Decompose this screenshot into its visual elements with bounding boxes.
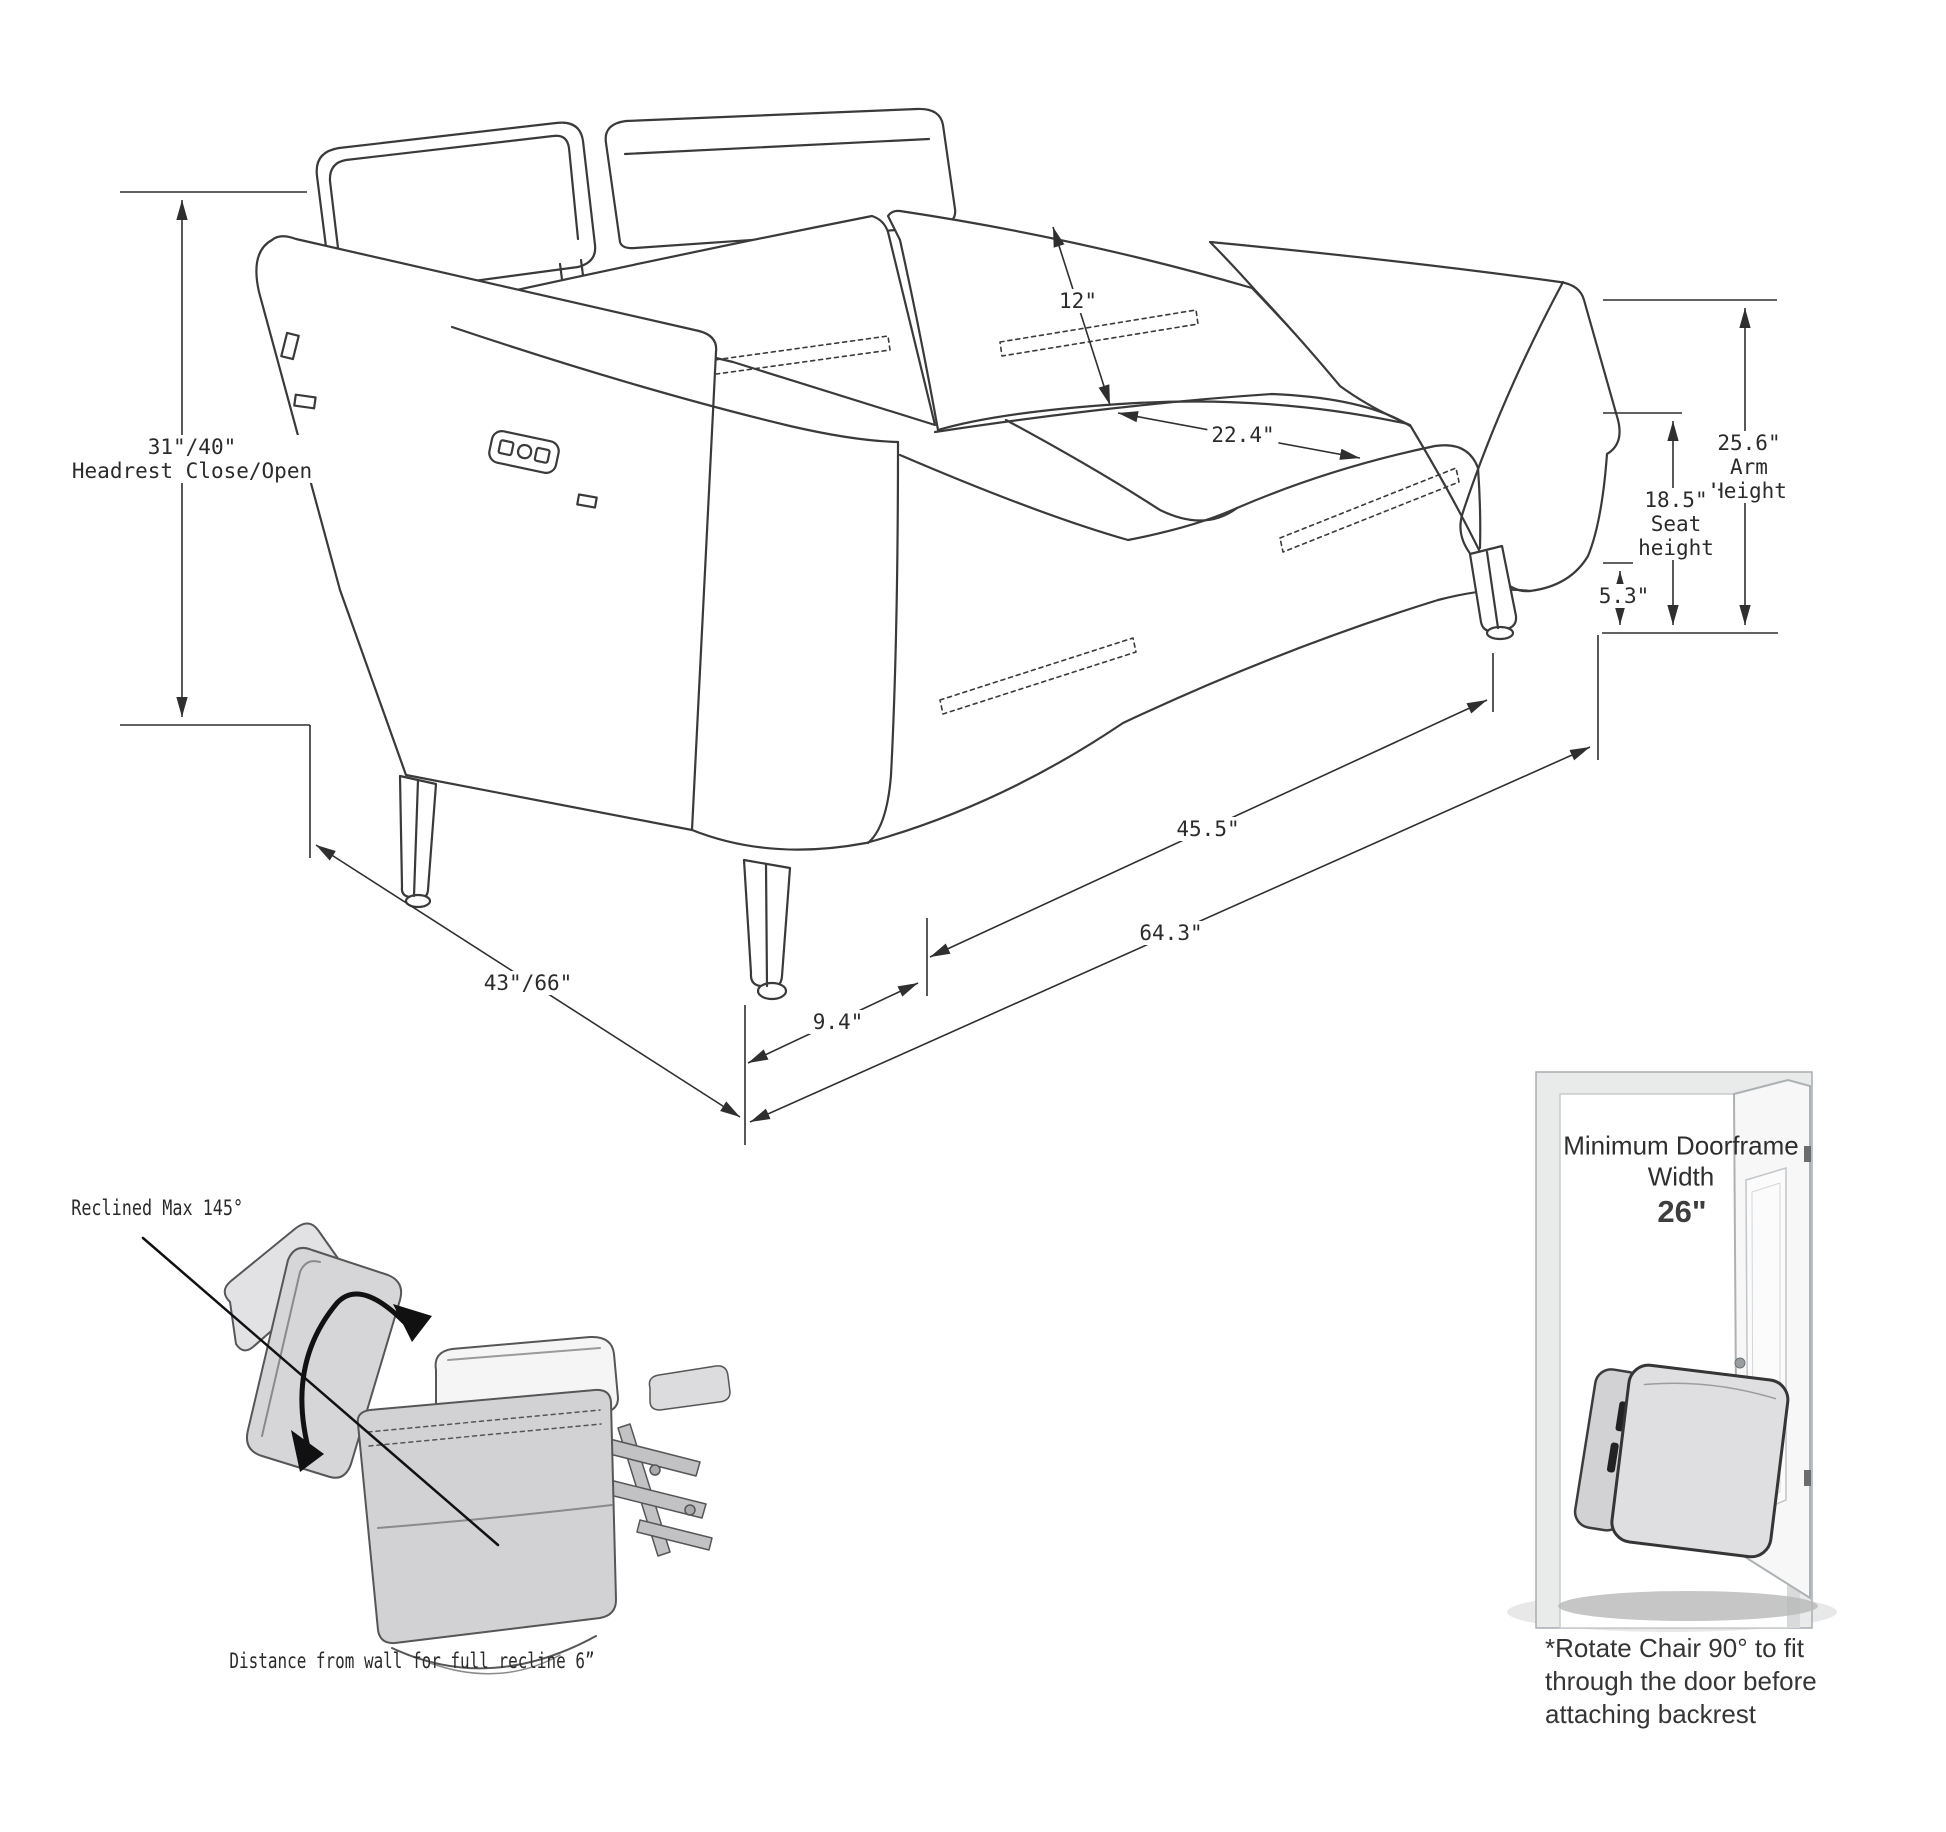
dim-headrest-height-value: 31"/40" — [147, 435, 237, 459]
door-note-line1: *Rotate Chair 90° to fit — [1545, 1633, 1804, 1663]
control-panel — [488, 430, 560, 474]
recliner-mechanism — [593, 1365, 731, 1557]
stitch-stripe — [999, 309, 1199, 357]
dim-inner-width: 45.5" — [1172, 817, 1244, 841]
dim-back-cushion-width: 12" — [1055, 289, 1101, 313]
dim-seat-depth: 22.4" — [1207, 423, 1279, 447]
dim-line-back-cushion — [1052, 226, 1111, 406]
tab — [576, 493, 598, 509]
dim-seat-height-label1: Seat — [1650, 512, 1702, 536]
arm-left — [255, 235, 718, 832]
stitch-stripe — [699, 335, 891, 377]
tab — [293, 393, 317, 410]
door-hinge — [1804, 1470, 1811, 1486]
headrest-right — [604, 107, 957, 250]
stitch-stripe — [939, 637, 1137, 715]
door-note-line3: attaching backrest — [1545, 1699, 1757, 1729]
dim-overall-width: 64.3" — [1135, 921, 1207, 945]
dim-arm-height: 25.6" Arm Height — [1707, 431, 1791, 503]
door-drawing — [1507, 1071, 1837, 1632]
dim-seat-height-label2: height — [1638, 536, 1714, 560]
door-min-width: 26" — [1657, 1194, 1707, 1229]
stitch-stripe — [1279, 467, 1460, 553]
door-title-line2: Width — [1647, 1161, 1715, 1192]
chair-backrest-piece — [1573, 1363, 1790, 1559]
sofa-drawing — [255, 107, 1621, 1001]
dim-leg-inset: 9.4" — [808, 1010, 868, 1034]
dim-headrest-height: 31"/40" Headrest Close/Open — [67, 435, 317, 483]
dim-seat-height-value: 18.5" — [1644, 488, 1708, 512]
door-title-line1: Minimum Doorframe — [1563, 1130, 1799, 1161]
dim-leg-height: 5.3" — [1594, 584, 1654, 608]
dim-seat-height: 18.5" Seat height — [1634, 488, 1718, 560]
recliner-seat — [356, 1388, 617, 1645]
dim-arm-height-value: 25.6" — [1717, 431, 1781, 455]
recline-arc-arrow-icon — [291, 1291, 432, 1472]
dim-arm-height-label2: Height — [1711, 479, 1787, 503]
dim-depth-closed-open: 43"/66" — [479, 971, 577, 995]
door-knob — [1734, 1357, 1746, 1369]
dim-headrest-height-label: Headrest Close/Open — [71, 459, 313, 483]
wall-distance-label: Distance from wall for full recline 6” — [229, 1649, 595, 1673]
tab — [280, 331, 300, 361]
door-note-line2: through the door before — [1545, 1666, 1817, 1696]
recline-max-label: Reclined Max 145° — [71, 1196, 244, 1220]
door-note: *Rotate Chair 90° to fit through the doo… — [1545, 1632, 1817, 1731]
arm-right — [1208, 240, 1621, 593]
recliner-footpad — [648, 1365, 731, 1411]
door-hinge — [1804, 1146, 1811, 1162]
dim-arm-height-label1: Arm — [1730, 455, 1768, 479]
recliner-drawing — [141, 1222, 731, 1675]
recline-pointer-line — [141, 1236, 500, 1547]
